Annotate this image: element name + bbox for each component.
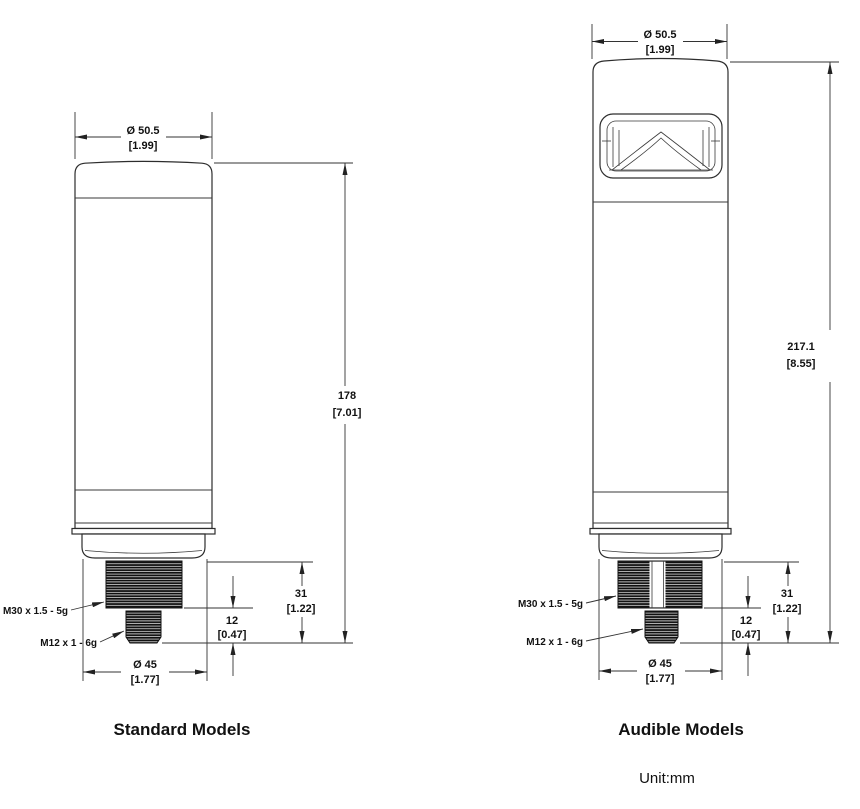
std-base-diameter-mm: Ø 45 (133, 659, 157, 671)
aud-base-diameter-in: [1.77] (646, 673, 675, 685)
aud-m12-length-mm: 12 (740, 615, 752, 627)
aud-m12-thread-label: M12 x 1 - 6g (526, 637, 583, 648)
std-base-cap (81, 533, 206, 559)
std-top-diameter-dimension: Ø 50.5 [1.99] (74, 112, 213, 159)
aud-height-in: [8.55] (787, 358, 816, 370)
aud-top-diameter-dimension: Ø 50.5 [1.99] (591, 24, 728, 59)
std-base-lip (71, 527, 216, 535)
std-thread-labels: M30 x 1.5 - 5g M12 x 1 - 6g (3, 601, 125, 649)
std-body-outline (74, 160, 213, 530)
audible-model-drawing: Ø 50.5 [1.99] 217.1 [8.55] 31 [1.22] 12 (518, 24, 839, 739)
aud-base-cap-curve (601, 550, 720, 554)
std-m30-thread (105, 560, 183, 609)
aud-mount-height-mm: 31 (781, 588, 793, 600)
aud-base-diameter-dimension: Ø 45 [1.77] (598, 559, 723, 685)
standard-model-drawing: Ø 50.5 [1.99] 178 [7.01] 31 [1.22] 12 [0 (3, 112, 362, 739)
aud-m12-thread (644, 610, 679, 644)
aud-base-diameter-mm: Ø 45 (648, 658, 672, 670)
std-base-cap-curve (84, 550, 203, 554)
aud-top-diameter-in: [1.99] (646, 44, 675, 56)
std-height-dimension: 178 [7.01] (162, 162, 362, 644)
standard-models-title: Standard Models (114, 720, 251, 739)
std-m12-length-in: [0.47] (218, 629, 247, 641)
aud-mount-height-in: [1.22] (773, 603, 802, 615)
aud-m12-length-in: [0.47] (732, 629, 761, 641)
aud-horn-speaker (599, 113, 723, 179)
aud-top-diameter-mm: Ø 50.5 (643, 29, 676, 41)
aud-height-mm: 217.1 (787, 341, 815, 353)
std-m30-thread-label: M30 x 1.5 - 5g (3, 606, 68, 617)
audible-models-title: Audible Models (618, 720, 744, 739)
std-top-diameter-mm: Ø 50.5 (126, 125, 159, 137)
std-height-in: [7.01] (333, 407, 362, 419)
std-base-diameter-dimension: Ø 45 [1.77] (82, 559, 208, 686)
std-mount-height-dimension: 31 [1.22] (207, 561, 316, 643)
aud-m30-thread-label: M30 x 1.5 - 5g (518, 599, 583, 610)
std-top-diameter-in: [1.99] (129, 140, 158, 152)
std-mount-height-in: [1.22] (287, 603, 316, 615)
std-base-diameter-in: [1.77] (131, 674, 160, 686)
std-m12-thread-label: M12 x 1 - 6g (40, 638, 97, 649)
aud-thread-channel (649, 561, 666, 608)
std-m12-length-mm: 12 (226, 615, 238, 627)
aud-mount-height-dimension: 31 [1.22] (724, 561, 802, 643)
aud-base-lip (589, 527, 732, 535)
std-m12-thread (125, 610, 162, 644)
aud-thread-labels: M30 x 1.5 - 5g M12 x 1 - 6g (518, 595, 644, 648)
std-height-mm: 178 (338, 390, 356, 402)
aud-base-cap (598, 533, 723, 559)
unit-note: Unit:mm (639, 770, 695, 787)
aud-m12-length-dimension: 12 [0.47] (704, 576, 761, 676)
std-mount-height-mm: 31 (295, 588, 307, 600)
std-m12-length-dimension: 12 [0.47] (184, 576, 253, 676)
aud-height-dimension: 217.1 [8.55] (680, 61, 839, 644)
